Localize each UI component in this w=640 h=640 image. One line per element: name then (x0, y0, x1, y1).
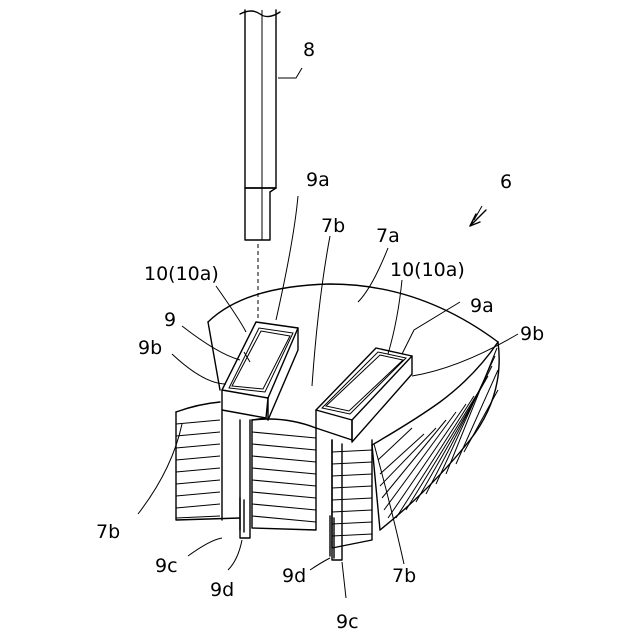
label-core-top: 7a (376, 225, 400, 247)
left-coil (222, 322, 298, 538)
label-coil-left-side: 9b (138, 337, 162, 359)
label-tooth-right: 7b (392, 565, 416, 587)
label-coil-right-top: 9a (470, 295, 494, 317)
leader-lines (138, 68, 518, 598)
right-tooth-stack (332, 440, 372, 548)
label-coil-right-side: 9b (520, 323, 544, 345)
label-tooth-center: 7b (321, 215, 345, 237)
label-insulator-left: 10(10a) (144, 263, 219, 285)
label-coil-left-bottom: 9c (155, 555, 178, 577)
label-tool: 8 (303, 39, 315, 61)
label-assembly: 6 (500, 171, 512, 193)
left-tooth-stack (176, 402, 240, 520)
insertion-tool (240, 10, 280, 240)
label-tooth-left: 7b (96, 521, 120, 543)
label-coil-right-bottom: 9c (336, 611, 359, 633)
label-coil-left-top: 9a (306, 169, 330, 191)
label-coil: 9 (164, 309, 176, 331)
center-tooth-stack (252, 419, 316, 530)
right-coil (316, 348, 412, 560)
reference-labels: 8 6 9a 7b 7a 10(10a) 10(10a) 9a 9 9b 9b … (96, 39, 544, 633)
label-coil-left-lead: 9d (210, 579, 234, 601)
label-insulator-right: 10(10a) (390, 259, 465, 281)
label-coil-right-lead: 9d (282, 565, 306, 587)
